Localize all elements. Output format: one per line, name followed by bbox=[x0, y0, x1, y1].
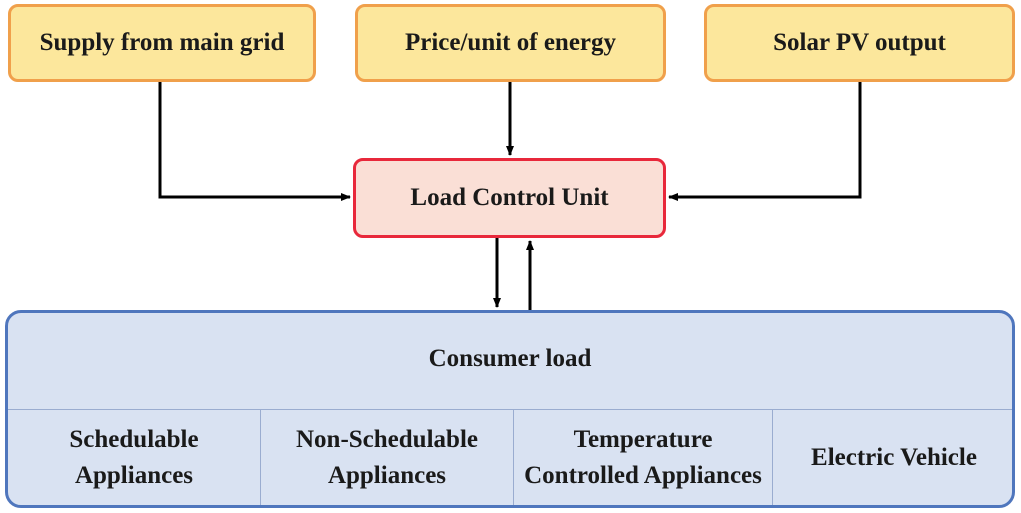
price-per-unit-label: Price/unit of energy bbox=[404, 29, 617, 56]
arrow-solar-to-lcu bbox=[668, 82, 862, 201]
consumer-load-title: Consumer load bbox=[428, 345, 592, 372]
category-line-1: Temperature bbox=[573, 425, 713, 453]
category-electric-vehicle: Electric Vehicle bbox=[772, 410, 1012, 505]
category-line-1: Electric Vehicle bbox=[811, 443, 977, 471]
arrow-grid-to-lcu bbox=[158, 82, 351, 201]
supply-from-grid-label: Supply from main grid bbox=[39, 29, 285, 56]
category-non-schedulable-appliances: Non-Schedulable Appliances bbox=[260, 410, 513, 505]
category-line-2: Controlled Appliances bbox=[524, 461, 762, 489]
solar-pv-output-box: Solar PV output bbox=[704, 4, 1015, 82]
category-line-1: Non-Schedulable bbox=[296, 425, 478, 453]
solar-pv-output-label: Solar PV output bbox=[773, 29, 946, 56]
category-line-1: Schedulable bbox=[69, 425, 199, 453]
category-line-2: Appliances bbox=[327, 461, 447, 489]
category-temperature-controlled-appliances: Temperature Controlled Appliances bbox=[513, 410, 772, 505]
price-per-unit-box: Price/unit of energy bbox=[355, 4, 666, 82]
consumer-load-panel: Consumer load Schedulable Appliances Non… bbox=[5, 310, 1015, 508]
category-line-2: Appliances bbox=[74, 461, 194, 489]
load-control-unit-label: Load Control Unit bbox=[410, 184, 609, 211]
supply-from-grid-box: Supply from main grid bbox=[8, 4, 316, 82]
consumer-load-divider bbox=[8, 409, 1012, 410]
category-schedulable-appliances: Schedulable Appliances bbox=[8, 410, 260, 505]
load-control-unit-box: Load Control Unit bbox=[353, 158, 666, 238]
